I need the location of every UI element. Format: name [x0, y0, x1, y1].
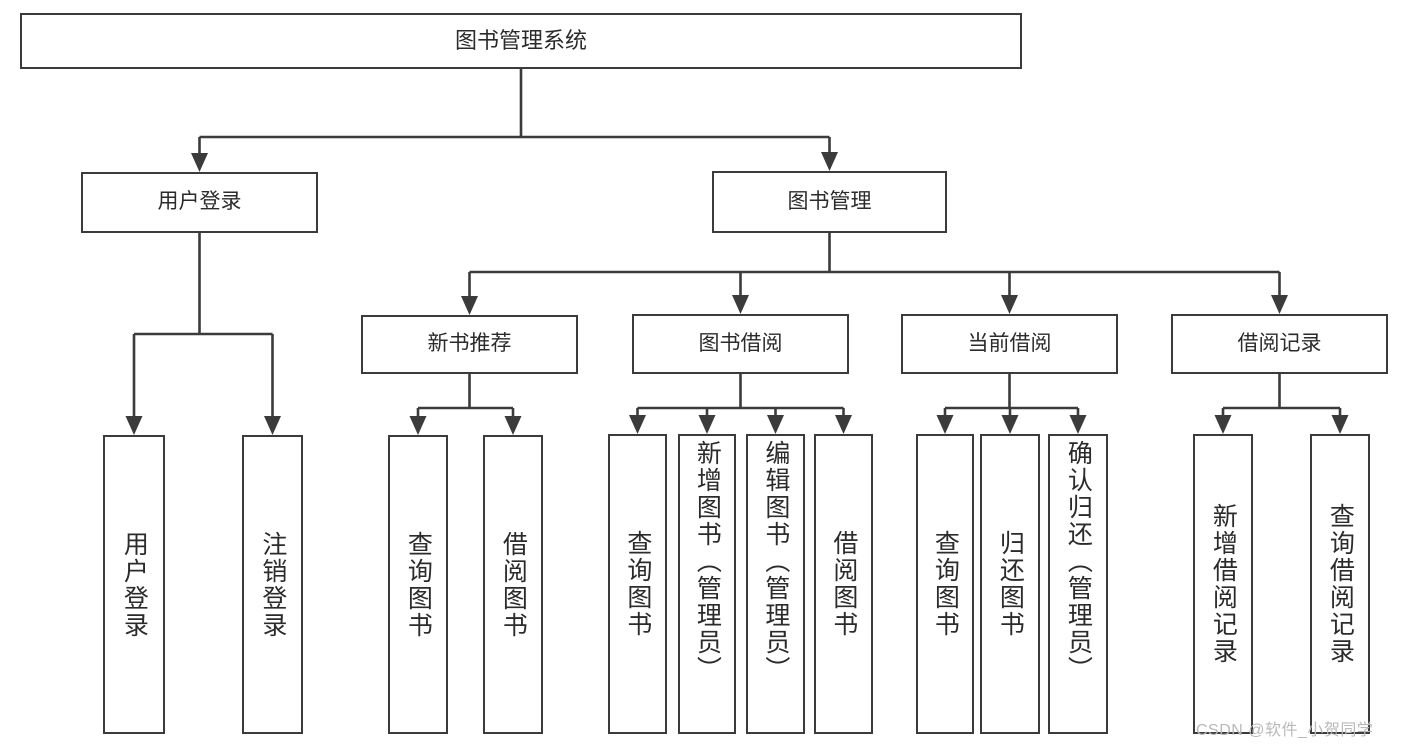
node-label: 归还图书: [996, 530, 1025, 638]
node-b-add[interactable]: 新增图书（管理员）: [678, 434, 736, 734]
edge-bookmgmt-to-current-arrowhead: [1001, 295, 1018, 314]
node-c-query[interactable]: 查询图书: [916, 434, 974, 734]
edge-records-to-r-add-arrowhead: [1214, 415, 1232, 434]
edge-bookmgmt-to-records-arrowhead: [1271, 295, 1288, 314]
edge-borrow-to-b-add-arrowhead: [698, 415, 716, 434]
edge-current-to-c-query-arrowhead: [936, 415, 954, 434]
node-r-add[interactable]: 新增借阅记录: [1193, 434, 1253, 734]
node-label: 确认归还（管理员）: [1064, 440, 1093, 683]
node-n-query[interactable]: 查询图书: [388, 435, 448, 734]
edge-current-to-c-confirm-arrowhead: [1069, 415, 1087, 434]
node-b-query[interactable]: 查询图书: [608, 434, 667, 734]
node-label: 查询借阅记录: [1326, 503, 1355, 665]
edge-newbook-to-n-query-arrowhead: [409, 416, 427, 435]
node-label: 编辑图书（管理员）: [761, 440, 790, 683]
node-n-borrow[interactable]: 借阅图书: [483, 435, 543, 734]
node-label: 查询图书: [931, 530, 960, 638]
node-label: 用户登录: [120, 530, 149, 639]
node-newbook[interactable]: 新书推荐: [361, 315, 578, 374]
node-r-query[interactable]: 查询借阅记录: [1310, 434, 1370, 734]
node-label: 查询图书: [623, 530, 652, 638]
node-b-lend[interactable]: 借阅图书: [814, 434, 873, 734]
edge-login-to-l-logout-arrowhead: [264, 416, 281, 435]
node-b-edit[interactable]: 编辑图书（管理员）: [746, 434, 805, 734]
node-label: 借阅图书: [829, 530, 858, 638]
node-login[interactable]: 用户登录: [81, 172, 318, 233]
node-label: 图书管理: [787, 189, 872, 213]
edge-borrow-to-b-lend-arrowhead: [835, 415, 852, 434]
edge-newbook-to-n-borrow-arrowhead: [504, 416, 522, 435]
node-label: 借阅记录: [1237, 331, 1322, 355]
node-borrow[interactable]: 图书借阅: [632, 314, 849, 374]
node-label: 新增借阅记录: [1209, 503, 1238, 665]
watermark-text: CSDN @软件_小贺同学: [1196, 722, 1374, 739]
node-label: 新增图书（管理员）: [693, 440, 722, 683]
edge-current-to-c-return-arrowhead: [1001, 415, 1019, 434]
node-label: 借阅图书: [499, 530, 528, 639]
node-c-confirm[interactable]: 确认归还（管理员）: [1048, 434, 1108, 734]
node-label: 用户登录: [157, 190, 242, 214]
edge-login-to-l-login-arrowhead: [125, 416, 143, 435]
node-label: 图书借阅: [698, 331, 783, 355]
node-l-login[interactable]: 用户登录: [103, 435, 165, 734]
node-records[interactable]: 借阅记录: [1171, 314, 1388, 374]
node-label: 当前借阅: [967, 331, 1052, 355]
edge-bookmgmt-to-borrow-arrowhead: [732, 295, 749, 314]
node-label: 注销登录: [258, 530, 287, 639]
node-label: 图书管理系统: [454, 28, 587, 54]
node-l-logout[interactable]: 注销登录: [242, 435, 303, 734]
edge-bookmgmt-to-newbook-arrowhead: [461, 296, 478, 315]
node-label: 查询图书: [404, 530, 433, 639]
edge-root-to-login-arrowhead: [191, 153, 208, 172]
edge-borrow-to-b-edit-arrowhead: [767, 415, 784, 434]
edge-borrow-to-b-query-arrowhead: [629, 415, 646, 434]
node-bookmgmt[interactable]: 图书管理: [712, 171, 947, 233]
edge-root-to-bookmgmt-arrowhead: [821, 152, 838, 171]
node-root[interactable]: 图书管理系统: [20, 13, 1022, 69]
edge-records-to-r-query-arrowhead: [1331, 415, 1349, 434]
node-label: 新书推荐: [427, 332, 512, 356]
node-c-return[interactable]: 归还图书: [980, 434, 1040, 734]
node-current[interactable]: 当前借阅: [901, 314, 1118, 374]
